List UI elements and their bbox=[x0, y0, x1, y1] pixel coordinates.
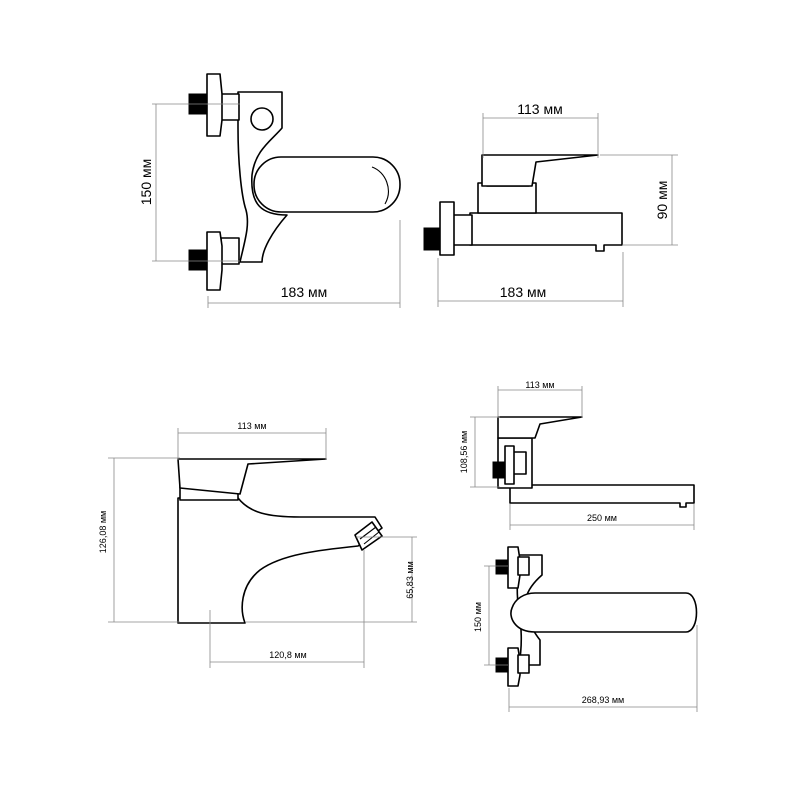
basin-side-depth-label: 113 мм bbox=[237, 421, 266, 431]
long-spout-mixer-front-view: 150 мм 268,93 мм bbox=[473, 546, 698, 712]
bath-side-height-label: 90 мм bbox=[654, 181, 670, 220]
long-spout-height-label: 108,56 мм bbox=[459, 431, 469, 473]
basin-side-reach-label: 120,8 мм bbox=[269, 650, 306, 660]
long-spout-mixer-side-view: 113 мм 108,56 мм 250 мм bbox=[459, 380, 695, 530]
long-spout-reach-label: 250 мм bbox=[587, 513, 617, 523]
bath-mixer-side-view: 113 мм 90 мм 183 мм bbox=[423, 101, 678, 307]
basin-side-total-height-label: 126,08 мм bbox=[98, 511, 108, 553]
long-spout-front-width-label: 268,93 мм bbox=[582, 695, 624, 705]
basin-mixer-side-view: 113 мм 126,08 мм 65,83 мм 120,8 мм bbox=[98, 421, 417, 668]
bath-side-width-label: 183 мм bbox=[500, 284, 547, 300]
basin-side-spout-height-label: 65,83 мм bbox=[405, 561, 415, 598]
long-spout-front-height-label: 150 мм bbox=[473, 602, 483, 632]
bath-front-width-label: 183 мм bbox=[281, 284, 328, 300]
bath-front-height-label: 150 мм bbox=[138, 159, 154, 206]
long-spout-depth-label: 113 мм bbox=[525, 380, 554, 390]
bath-side-depth-label: 113 мм bbox=[517, 101, 562, 117]
bath-mixer-front-view: 150 мм 183 мм bbox=[138, 73, 401, 308]
